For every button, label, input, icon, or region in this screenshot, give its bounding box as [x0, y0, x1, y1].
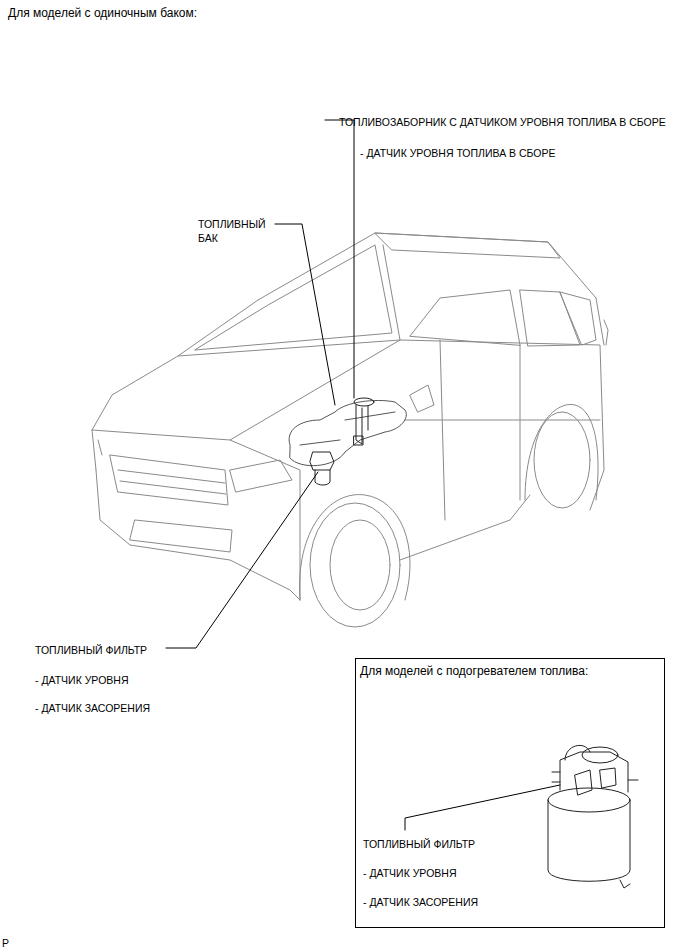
- front-wheel: [310, 503, 400, 627]
- fuel-tank-ribs: [300, 412, 395, 445]
- page-title: Для моделей с одиночным баком:: [8, 6, 197, 21]
- body-crease: [405, 420, 600, 421]
- sender-body: [356, 405, 368, 444]
- leader-line: [405, 785, 560, 830]
- part-name: ТОПЛИВНЫЙ ФИЛЬТР: [363, 837, 475, 851]
- inset-fittings: [552, 745, 638, 782]
- inset-heading: Для моделей с подогревателем топлива:: [360, 664, 588, 679]
- sender-float: [354, 436, 363, 445]
- part-name: ТОПЛИВНЫЙ БАК: [198, 217, 268, 245]
- quarter-window: [560, 292, 596, 345]
- mirror: [410, 385, 434, 412]
- leader-line: [275, 224, 335, 405]
- hood-edge: [92, 356, 178, 470]
- sensor-name: - ДАТЧИК УРОВНЯ: [35, 673, 128, 687]
- part-name: ТОПЛИВНЫЙ ФИЛЬТР: [35, 643, 147, 657]
- rear-wheel-arch: [525, 404, 598, 500]
- beltline: [400, 340, 604, 510]
- windshield-glass: [195, 245, 392, 350]
- lower-grille: [130, 520, 232, 552]
- inset-panel: Для моделей с подогревателем топлива: ТОП…: [355, 658, 665, 928]
- inset-filter-head: [560, 752, 628, 792]
- grille-bars: [118, 470, 226, 494]
- sensor-name: - ДАТЧИК УРОВНЯ ТОПЛИВА В СБОРЕ: [360, 146, 556, 160]
- leader-line: [166, 472, 318, 648]
- fuel-tank: [289, 400, 406, 465]
- inset-heater: [582, 747, 618, 763]
- door-lines: [440, 340, 520, 520]
- front-rim: [330, 520, 390, 610]
- rear-wheel: [534, 412, 590, 508]
- rear-pillar: [596, 298, 604, 345]
- sender-flange: [354, 398, 374, 406]
- roof-outline: [258, 233, 596, 300]
- headlight: [230, 460, 292, 492]
- tail-light: [604, 320, 608, 345]
- sill: [400, 495, 530, 560]
- part-name: ТОПЛИВОЗАБОРНИК С ДАТЧИКОМ УРОВНЯ ТОПЛИВ…: [339, 115, 684, 129]
- sensor-name: - ДАТЧИК ЗАСОРЕНИЯ: [363, 895, 478, 909]
- headlight-left: [98, 440, 102, 455]
- sensor-name: - ДАТЧИК УРОВНЯ: [363, 866, 456, 880]
- windshield: [178, 245, 400, 356]
- fender-edge: [230, 440, 300, 600]
- inset-drain: [620, 880, 630, 888]
- fuel-filter: [310, 452, 334, 470]
- front-wheel-arch: [300, 495, 411, 600]
- front-side-window: [410, 290, 520, 345]
- grille: [110, 455, 228, 505]
- bumper: [96, 470, 300, 600]
- roof-rack: [375, 233, 560, 258]
- leader-line: [325, 120, 354, 398]
- page-mark: P: [2, 936, 9, 949]
- inset-connectors: [575, 768, 616, 795]
- sensor-name: - ДАТЧИК ЗАСОРЕНИЯ: [35, 701, 150, 715]
